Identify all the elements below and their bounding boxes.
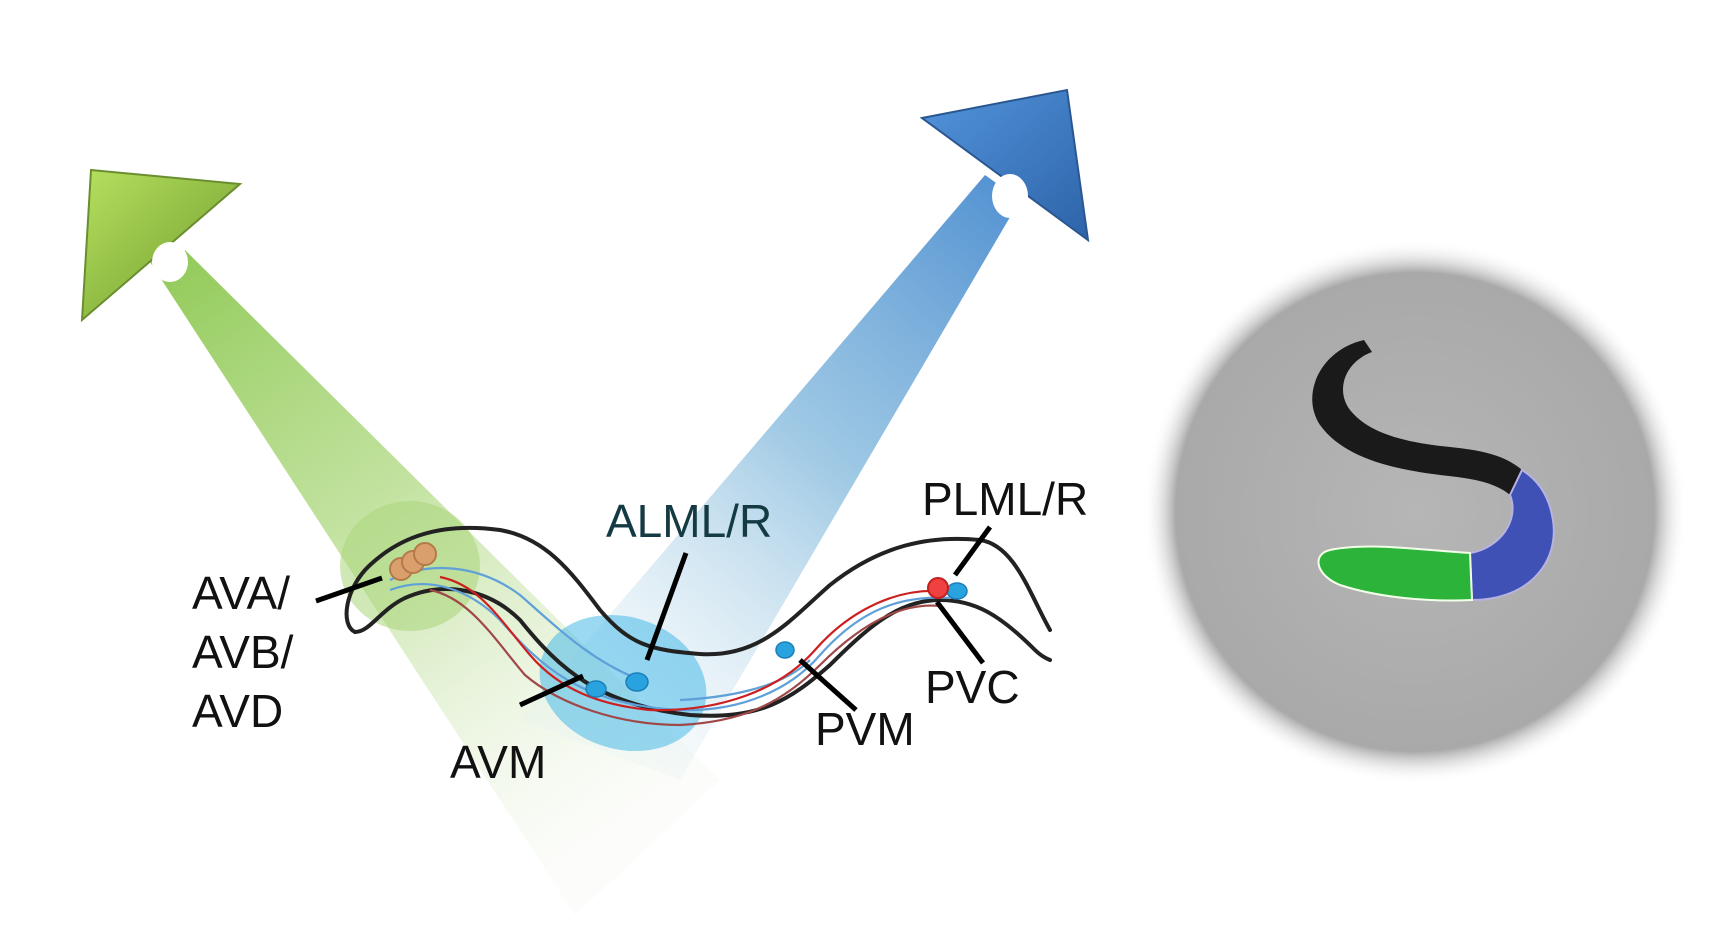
- blue-projector-icon: [919, 88, 1090, 243]
- blue-neurite-mid: [679, 659, 811, 702]
- petri-dish: [1143, 240, 1687, 784]
- label-avm: AVM: [450, 736, 546, 788]
- label-alm: ALML/R: [606, 495, 772, 547]
- pvm-neuron: [775, 641, 795, 659]
- label-pvc: PVC: [925, 661, 1020, 713]
- pvc-neuron: [927, 577, 949, 599]
- interneuron-cluster: [389, 542, 437, 581]
- label-pvm: PVM: [815, 703, 915, 755]
- leader-lines: [315, 525, 993, 712]
- label-avd: AVD: [192, 685, 283, 737]
- red-neurite-2: [429, 588, 941, 727]
- red-neurite-1: [439, 575, 951, 712]
- worm-midbody-segment: [1468, 468, 1555, 602]
- worm-photo: [1143, 240, 1687, 784]
- alm-neuron: [625, 672, 649, 692]
- neurites: [389, 566, 951, 727]
- label-ava: AVA/: [192, 567, 290, 619]
- label-avb: AVB/: [192, 626, 294, 678]
- avm-neuron: [585, 680, 607, 698]
- plm-neuron: [946, 582, 968, 600]
- blue-neurite-upper: [389, 566, 641, 682]
- worm-head-segment: [1312, 340, 1522, 495]
- green-projector-icon: [80, 168, 243, 323]
- worm-tail-segment: [1317, 545, 1474, 602]
- label-plm: PLML/R: [922, 473, 1088, 525]
